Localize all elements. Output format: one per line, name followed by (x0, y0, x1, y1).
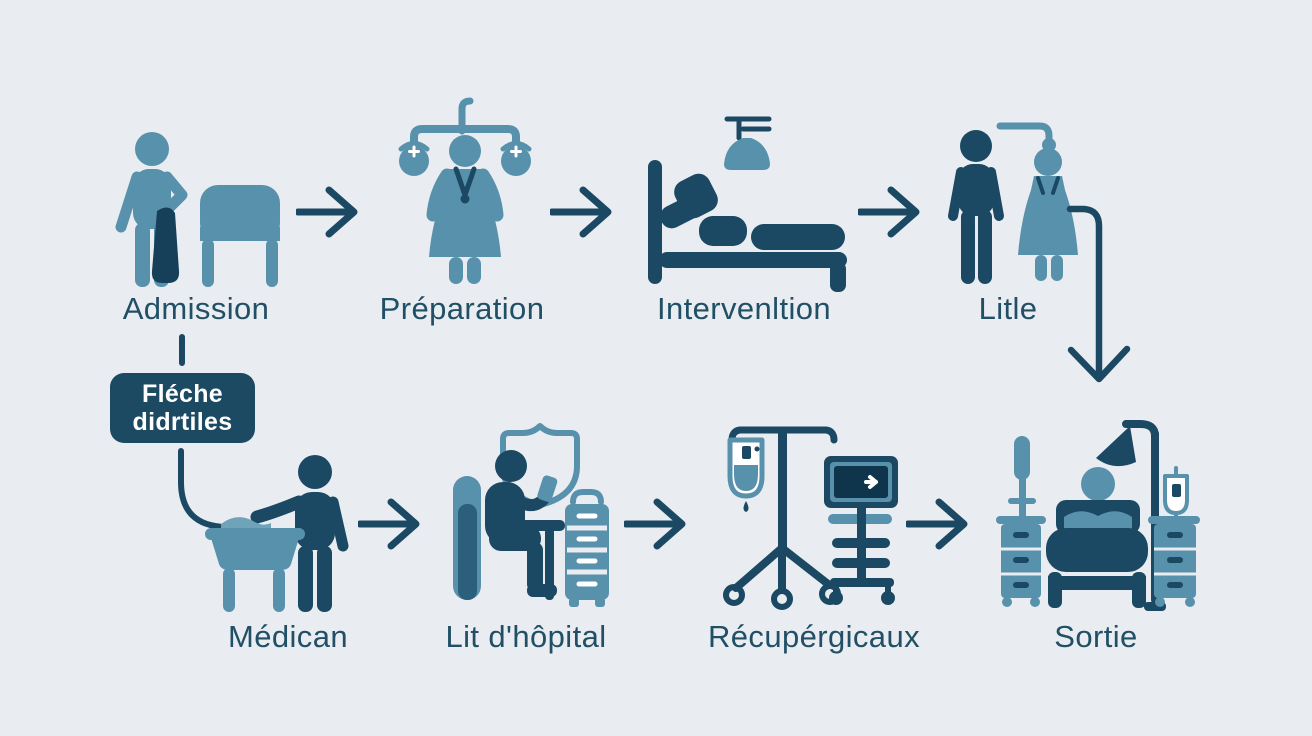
attendant-at-wash-basin-icon (205, 455, 349, 612)
step-label-admission: Admission (122, 291, 270, 326)
step-label-intervention: Intervenltion (656, 291, 832, 326)
step-label-lit-hopital: Lit d'hôpital (445, 619, 607, 654)
step-label-preparation: Préparation (379, 291, 545, 326)
screen-arrow-icon (864, 475, 878, 489)
arrow-right-icon (624, 498, 686, 550)
arrow-down-icon (1066, 205, 1131, 383)
operating-bed-with-lamp-icon (648, 116, 847, 292)
nurse-with-iv-bulbs-icon (398, 97, 532, 284)
step-label-medican: Médican (228, 619, 348, 654)
arrow-right-icon (550, 186, 612, 238)
doctor-and-nurse-pair-icon (948, 122, 1078, 284)
callout-line1: Fléche (142, 380, 223, 408)
seated-clerk-shield-cart-icon (453, 423, 609, 607)
connector-line (179, 334, 185, 366)
step-label-litle: Litle (978, 291, 1038, 326)
patient-bed-with-nightstands-icon (996, 420, 1200, 611)
arrow-right-icon (358, 498, 420, 550)
callout-box: Fléche didrtiles (110, 373, 255, 443)
arrow-right-icon (906, 498, 968, 550)
step-label-recuper: Récupérgicaux (708, 619, 920, 654)
arrow-right-icon (296, 186, 358, 238)
step-label-sortie: Sortie (1054, 619, 1138, 654)
callout-line2: didrtiles (132, 408, 233, 436)
patient-with-bag-and-desk-icon (115, 132, 280, 287)
iv-drip-stand-and-monitor-icon (723, 426, 898, 610)
arrow-right-icon (858, 186, 920, 238)
